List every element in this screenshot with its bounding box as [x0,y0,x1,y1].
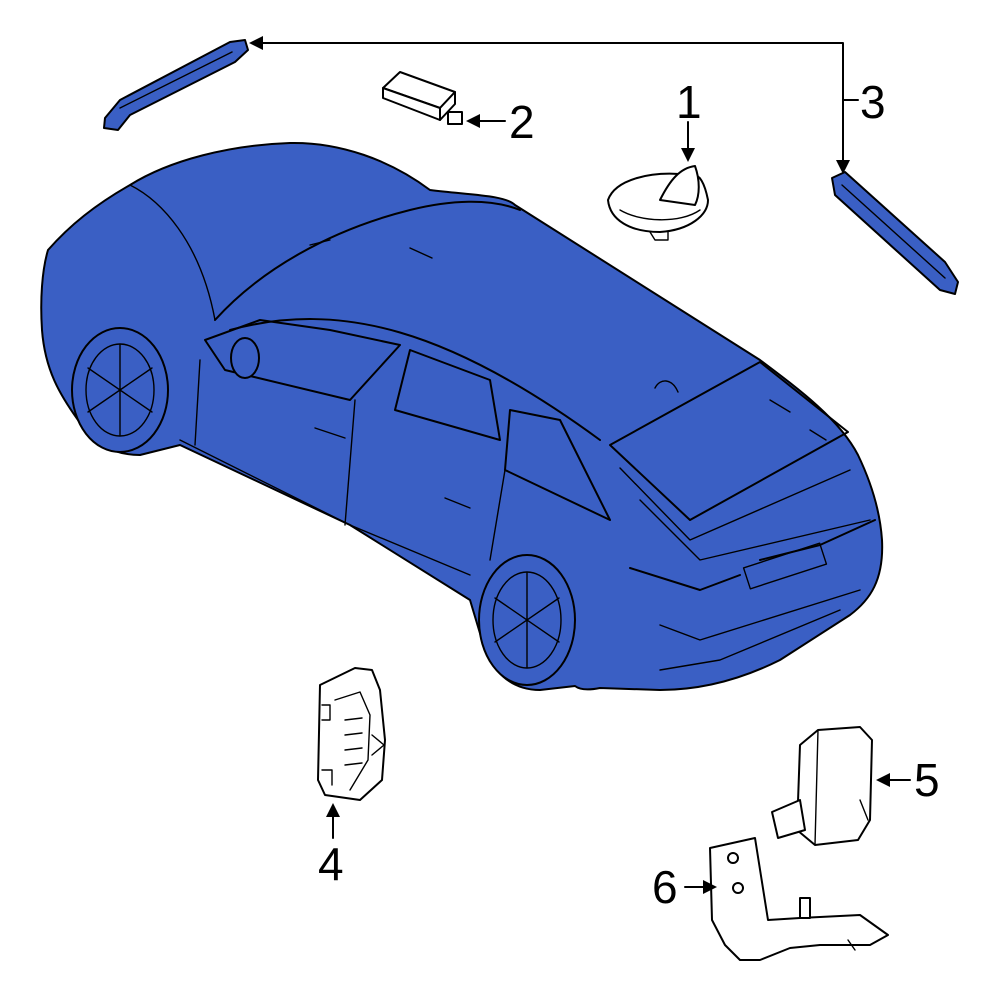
callout-3: 3 [860,76,886,128]
part-roof-antenna [607,165,709,241]
part-antenna-strip-left [103,39,249,131]
arrow-3a [249,36,263,50]
part-module-4 [317,667,386,801]
part-module-5 [771,726,873,846]
side-window-front [204,319,401,401]
callout-5: 5 [914,754,940,806]
part-antenna-strip-right [831,171,959,295]
part-bracket-6 [709,837,889,961]
callout-4: 4 [318,838,344,890]
rear-hatch [609,361,849,521]
callout-2: 2 [509,96,535,148]
front-wheel [71,327,169,453]
leader-lines [249,36,911,894]
arrow-3b [836,160,850,174]
arrow-4 [326,803,340,817]
part-module-2 [382,71,463,125]
arrow-5 [876,773,890,787]
callout-1: 1 [676,76,702,128]
arrow-2 [466,114,480,128]
vehicle [40,141,884,691]
rear-wheel [478,554,576,686]
leader-3 [261,42,844,163]
vehicle-body [40,141,884,691]
arrow-1 [681,148,695,162]
side-mirror [230,337,260,379]
side-window-rear [394,349,501,441]
callout-6: 6 [652,861,678,913]
arrow-6 [703,880,717,894]
